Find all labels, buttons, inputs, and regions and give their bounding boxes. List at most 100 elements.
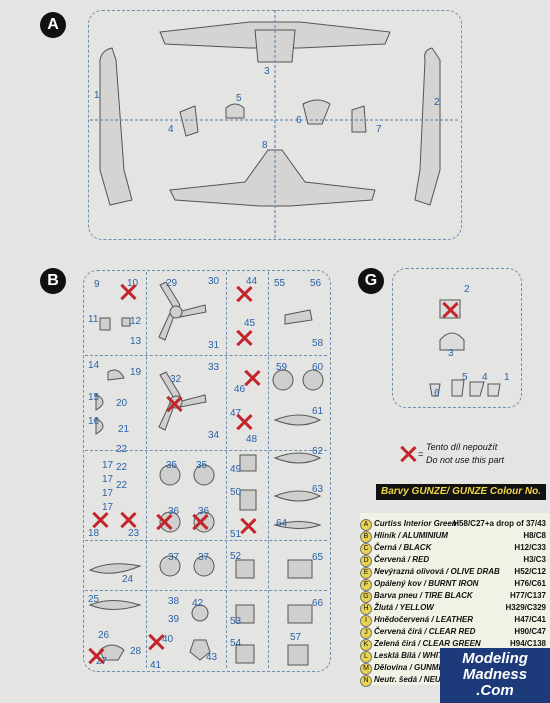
sprue-b-divider	[226, 272, 227, 668]
part-label: 65	[312, 552, 324, 563]
legend-line-1: Tento díl nepoužít	[426, 442, 498, 452]
colour-code: H52/C12	[514, 567, 546, 576]
sprue-b-frame	[83, 270, 331, 672]
colour-letter: N	[360, 675, 372, 687]
sprue-b-divider	[85, 590, 327, 591]
part-label: 6	[296, 115, 302, 126]
colour-name: Barva pneu / TIRE BLACK	[374, 591, 473, 600]
part-label: 11	[88, 314, 99, 325]
part-label: 19	[130, 367, 142, 378]
part-label: 5	[462, 372, 468, 383]
colour-code: H58/C27+a drop of 37/43	[453, 519, 546, 528]
part-label: 37	[168, 552, 180, 563]
part-label: 31	[208, 340, 220, 351]
part-label: 7	[376, 124, 382, 135]
colour-letter: J	[360, 627, 372, 639]
part-label: 5	[236, 93, 242, 104]
colour-name: Lesklá Bílá / WHITE	[374, 651, 449, 660]
part-label: 17	[102, 502, 114, 513]
colour-code: H8/C8	[523, 531, 546, 540]
legend-equals: =	[418, 449, 424, 459]
colour-name: Černá / BLACK	[374, 543, 432, 552]
sprue-b-divider	[268, 272, 269, 668]
part-label: 49	[230, 464, 242, 475]
colour-name: Neutr. šedá / NEUTRAL	[374, 675, 463, 684]
part-label: 2	[434, 97, 440, 108]
sprue-b-divider	[85, 540, 327, 541]
colour-letter: D	[360, 555, 372, 567]
part-label: 43	[206, 652, 218, 663]
colour-name: Žlutá / YELLOW	[374, 603, 434, 612]
part-label: 1	[94, 90, 100, 101]
part-label: 44	[246, 276, 258, 287]
part-label: 22	[116, 444, 128, 455]
colour-code: H77/C137	[509, 591, 546, 600]
part-label: 3	[264, 66, 270, 77]
part-label: 29	[166, 278, 178, 289]
part-label: 6	[434, 388, 440, 399]
part-label: 34	[208, 430, 220, 441]
part-label: 45	[244, 318, 256, 329]
part-label: 4	[482, 372, 488, 383]
part-label: 22	[116, 462, 128, 473]
part-label: 4	[168, 124, 174, 135]
colour-letter: L	[360, 651, 372, 663]
part-label: 37	[198, 552, 210, 563]
colour-code: H3/C3	[523, 555, 546, 564]
colour-name: Opálený kov / BURNT IRON	[374, 579, 479, 588]
sprue-b-badge: B	[40, 268, 66, 294]
colour-letter: A	[360, 519, 372, 531]
colour-letter: H	[360, 603, 372, 615]
part-label: 56	[310, 278, 322, 289]
part-label: 14	[88, 360, 100, 371]
part-label: 40	[162, 634, 174, 645]
part-label: 64	[276, 518, 288, 529]
part-label: 58	[312, 338, 324, 349]
part-label: 63	[312, 484, 324, 495]
part-label: 26	[98, 630, 110, 641]
sprue-b-divider	[85, 355, 327, 356]
part-label: 24	[122, 574, 134, 585]
part-label: 3	[448, 348, 454, 359]
sprue-a-badge: A	[40, 12, 66, 38]
part-label: 1	[504, 372, 510, 383]
sprue-b-divider	[146, 272, 147, 668]
colour-letter: F	[360, 579, 372, 591]
colour-letter: K	[360, 639, 372, 651]
colour-name: Červená čirá / CLEAR RED	[374, 627, 476, 636]
watermark-logo: Modeling Madness .Com	[440, 648, 550, 703]
part-label: 13	[130, 336, 142, 347]
part-label: 21	[118, 424, 130, 435]
part-label: 39	[168, 614, 180, 625]
colour-name: Zelená čirá / CLEAR GREEN	[374, 639, 481, 648]
watermark-line-2: Madness	[462, 666, 528, 683]
sprue-a-drawing	[90, 10, 460, 238]
colour-letter: M	[360, 663, 372, 675]
part-label: 15	[88, 392, 100, 403]
part-label: 35	[196, 460, 208, 471]
legend-cross-icon	[400, 446, 416, 462]
colour-code: H12/C33	[514, 543, 546, 552]
part-label: 36	[198, 506, 210, 517]
colour-table-title: Barvy GUNZE/ GUNZE Colour No.	[376, 484, 546, 500]
part-label: 18	[88, 528, 100, 539]
part-label: 62	[312, 446, 324, 457]
part-label: 35	[166, 460, 178, 471]
colour-name: Hliník / ALUMINIUM	[374, 531, 448, 540]
part-label: 51	[230, 529, 242, 540]
part-label: 32	[170, 374, 182, 385]
